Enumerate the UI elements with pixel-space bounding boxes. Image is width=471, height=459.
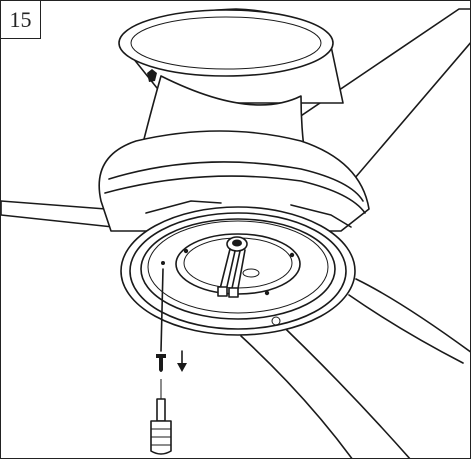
wire-connector xyxy=(217,236,260,298)
fan-blade-left xyxy=(1,200,120,228)
step-number: 15 xyxy=(9,6,32,32)
step-number-box: 15 xyxy=(1,1,41,39)
screw-icon xyxy=(156,354,166,372)
ceiling-canopy xyxy=(118,8,344,104)
arrow-down-icon xyxy=(177,350,187,372)
screwdriver-icon xyxy=(150,379,172,455)
motor-housing xyxy=(98,130,370,232)
fan-blade-right-lower xyxy=(348,278,470,364)
screw-guide-line xyxy=(160,268,164,352)
fan-blade-bottom xyxy=(240,312,411,458)
